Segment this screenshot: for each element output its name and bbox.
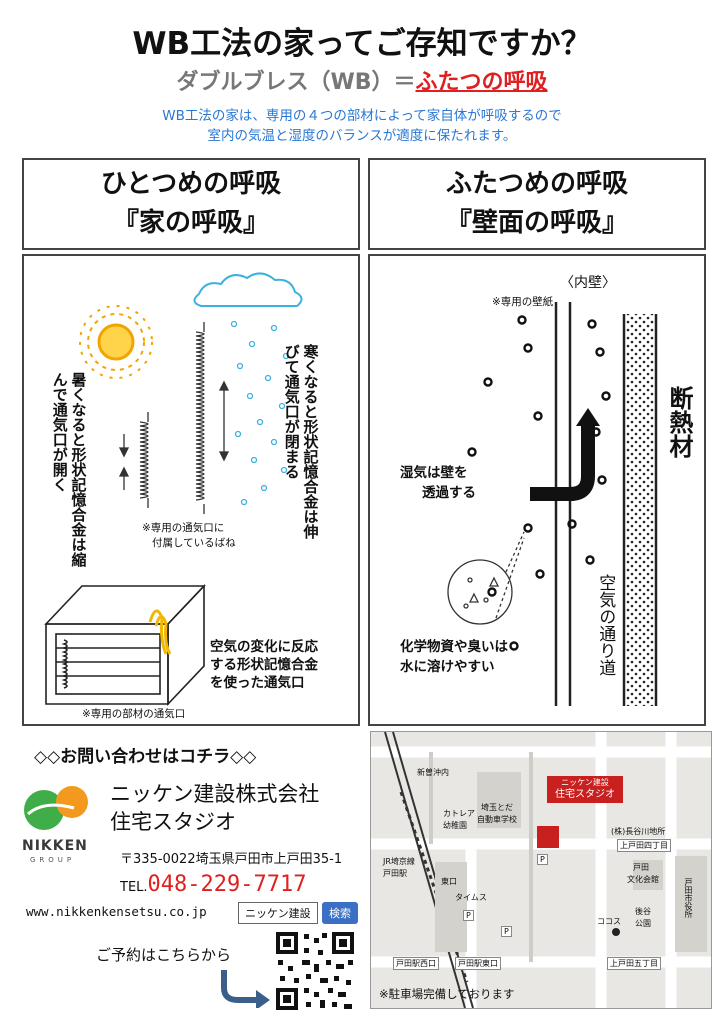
vent-text-2: する形状記憶合金 bbox=[210, 657, 318, 673]
map-label-west-exit-stop: 戸田駅西口 bbox=[393, 957, 439, 970]
search-button[interactable]: 検索 bbox=[322, 902, 358, 924]
map-label-kamitoda5: 上戸田五丁目 bbox=[607, 957, 661, 970]
air-path-label: 空気の通り道 bbox=[595, 574, 616, 676]
arrow-icons bbox=[118, 380, 230, 490]
section-header-first: ひとつめの呼吸 『家の呼吸』 bbox=[22, 158, 360, 250]
search-term-box[interactable]: ニッケン建設 bbox=[238, 902, 318, 924]
section-first-line2: 『家の呼吸』 bbox=[112, 208, 269, 238]
cloud-icon bbox=[193, 272, 303, 307]
intro-line-2: 室内の気温と湿度のバランスが適度に保たれます。 bbox=[207, 128, 517, 144]
map-label-goshin-2: 公園 bbox=[635, 919, 651, 928]
map-label-times: タイムス bbox=[455, 893, 487, 902]
map-label-hasegawa: (株)長谷川地所 bbox=[611, 827, 666, 836]
section-second-line2: 『壁面の呼吸』 bbox=[445, 208, 628, 238]
map-label-shinsone: 新曽沖内 bbox=[417, 768, 449, 777]
parking-note: ※駐車場完備しております bbox=[379, 987, 515, 1001]
tel-number[interactable]: 048-229-7717 bbox=[147, 872, 307, 897]
subtitle-prefix: ダブルブレス（WB）＝ bbox=[176, 70, 416, 95]
logo-subtext: GROUP bbox=[30, 856, 76, 864]
access-map[interactable]: ニッケン建設 住宅スタジオ 新曽沖内 カトレア 幼稚園 埼玉とだ 自動車学校 (… bbox=[370, 731, 712, 1009]
website-url[interactable]: www.nikkenkensetsu.co.jp bbox=[26, 904, 207, 919]
map-label-east-exit-stop: 戸田駅東口 bbox=[455, 957, 501, 970]
map-label-station-1: JR埼京線 bbox=[383, 857, 415, 866]
map-label-driving-2: 自動車学校 bbox=[477, 815, 517, 824]
chem-text-1: 化学物資や臭いは bbox=[400, 639, 508, 655]
vent-icon bbox=[44, 583, 206, 707]
section-first-line1: ひとつめの呼吸 bbox=[100, 169, 282, 199]
map-label-east-exit: 東口 bbox=[441, 877, 457, 886]
section-second-line1: ふたつめの呼吸 bbox=[445, 169, 628, 199]
company-name: ニッケン建設株式会社 住宅スタジオ bbox=[110, 780, 319, 837]
inner-wall-label: 〈内壁〉 bbox=[560, 275, 616, 291]
insulation-label: 断熱材 bbox=[665, 386, 693, 458]
studio-label-line1: ニッケン建設 bbox=[561, 778, 609, 787]
cocos-marker bbox=[612, 928, 620, 936]
inner-wall-lines bbox=[554, 302, 572, 706]
city-hall-block bbox=[675, 856, 707, 952]
map-label-bunka-1: 戸田 bbox=[633, 863, 649, 872]
map-label-driving-1: 埼玉とだ bbox=[481, 803, 513, 812]
panel-house-breathing: 暑くなると形状記憶合金は縮んで通気口が開く 寒くなると形状記憶合金は伸びて通気口… bbox=[22, 254, 360, 726]
moisture-text-2: 透過する bbox=[422, 485, 476, 501]
map-parking-3: P bbox=[501, 926, 512, 937]
section-header-second: ふたつめの呼吸 『壁面の呼吸』 bbox=[368, 158, 706, 250]
company-line-2: 住宅スタジオ bbox=[110, 810, 236, 835]
sun-icon bbox=[79, 305, 153, 379]
driving-school-block bbox=[477, 772, 521, 828]
chem-text-2: 水に溶けやすい bbox=[400, 659, 495, 675]
curved-arrow-icon bbox=[221, 970, 270, 1008]
qr-code-icon[interactable] bbox=[274, 930, 356, 1012]
studio-marker-icon bbox=[537, 826, 559, 848]
bunka-block bbox=[633, 860, 663, 890]
tel-label: TEL. bbox=[120, 880, 148, 895]
intro-line-1: WB工法の家は、専用の４つの部材によって家自体が呼吸するので bbox=[162, 108, 562, 124]
company-line-1: ニッケン建設株式会社 bbox=[110, 782, 320, 806]
address: 〒335-0022埼玉県戸田市上戸田35-1 bbox=[120, 852, 343, 867]
wallpaper-note: ※専用の壁紙 bbox=[492, 296, 554, 308]
tel: TEL.048-229-7717 bbox=[120, 872, 306, 897]
reserve-text: ご予約はこちらから bbox=[96, 946, 232, 964]
map-label-city-hall: 戸田市役所 bbox=[684, 878, 693, 918]
cold-text: 寒くなると形状記憶合金は伸びて通気口が閉まる bbox=[282, 344, 320, 539]
contact-heading: ◇◇お問い合わせはコチラ◇◇ bbox=[34, 747, 257, 767]
wall-breathing-illustration bbox=[447, 302, 658, 706]
long-spring-icon bbox=[195, 322, 205, 514]
logo-text: NIKKEN bbox=[22, 838, 88, 854]
map-label-cocos: ココス bbox=[597, 917, 621, 926]
studio-label-line2: 住宅スタジオ bbox=[555, 789, 615, 801]
spring-note-1: ※専用の通気口に bbox=[142, 522, 225, 534]
house-breathing-illustration bbox=[44, 272, 303, 707]
moisture-bubbles bbox=[467, 315, 611, 651]
map-label-kindergarten-1: カトレア bbox=[443, 809, 475, 818]
map-label-station-2: 戸田駅 bbox=[383, 869, 407, 878]
map-label-kindergarten-2: 幼稚園 bbox=[443, 821, 467, 830]
vent-text-1: 空気の変化に反応 bbox=[210, 639, 318, 655]
map-label-bunka-2: 文化会館 bbox=[627, 875, 659, 884]
hot-text: 暑くなると形状記憶合金は縮んで通気口が開く bbox=[50, 372, 88, 567]
station-block bbox=[435, 862, 467, 952]
moisture-text-1: 湿気は壁を bbox=[400, 465, 468, 481]
spring-note-2: 付属しているばね bbox=[152, 537, 236, 549]
moisture-arrow-icon bbox=[530, 408, 600, 501]
map-parking-1: P bbox=[537, 854, 548, 865]
vent-note: ※専用の部材の通気口 bbox=[82, 708, 186, 720]
map-parking-2: P bbox=[463, 910, 474, 921]
snow-dots bbox=[230, 320, 290, 506]
vent-text-3: を使った通気口 bbox=[210, 675, 305, 691]
short-spring-icon bbox=[139, 412, 149, 508]
nikken-logo-icon bbox=[24, 786, 88, 830]
page-title: WB工法の家ってご存知ですか？ bbox=[132, 26, 592, 62]
subtitle: ダブルブレス（WB）＝ふたつの呼吸 bbox=[0, 64, 724, 96]
insulation-layer bbox=[622, 314, 658, 706]
map-label-goshin-1: 後谷 bbox=[635, 907, 651, 916]
subtitle-highlight: ふたつの呼吸 bbox=[415, 70, 548, 95]
molecule-icon bbox=[447, 531, 525, 625]
panel-wall-breathing: 〈内壁〉 ※専用の壁紙 断熱材 湿気は壁を 透過する 空気の通り道 化学物資や臭… bbox=[368, 254, 706, 726]
studio-label: ニッケン建設 住宅スタジオ bbox=[547, 776, 623, 804]
map-label-kamitoda4: 上戸田四丁目 bbox=[617, 839, 671, 852]
